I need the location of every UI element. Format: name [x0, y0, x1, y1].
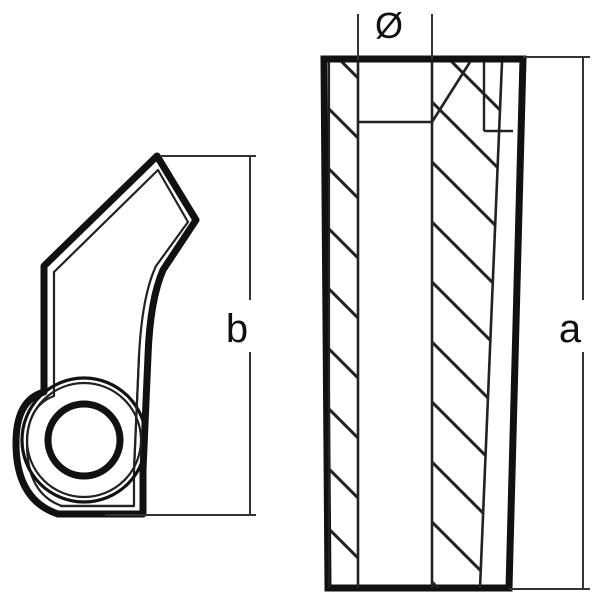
lever-side-view: [12, 152, 200, 518]
lever-outer-contour: [12, 152, 200, 518]
dim-b-label: b: [226, 307, 248, 351]
diameter-label: Ø: [375, 5, 403, 46]
bushing-section-view: [320, 55, 527, 592]
bushing-right-inner-face-line: [478, 61, 504, 589]
dimension-annotations: Ø a b: [105, 5, 590, 590]
bushing-outer-outline: [320, 55, 527, 592]
eye-boss-outer-circle: [20, 376, 148, 504]
hatch-right-wall: [432, 62, 502, 588]
dim-a-label: a: [559, 307, 582, 351]
hatch-left-wall: [329, 62, 358, 588]
bushing-top-chamfer-diagonal: [430, 61, 472, 123]
eye-bore-circle: [44, 400, 124, 480]
lever-shank-inner-line: [132, 355, 141, 471]
eye-boss-rim-circle: [25, 381, 143, 499]
